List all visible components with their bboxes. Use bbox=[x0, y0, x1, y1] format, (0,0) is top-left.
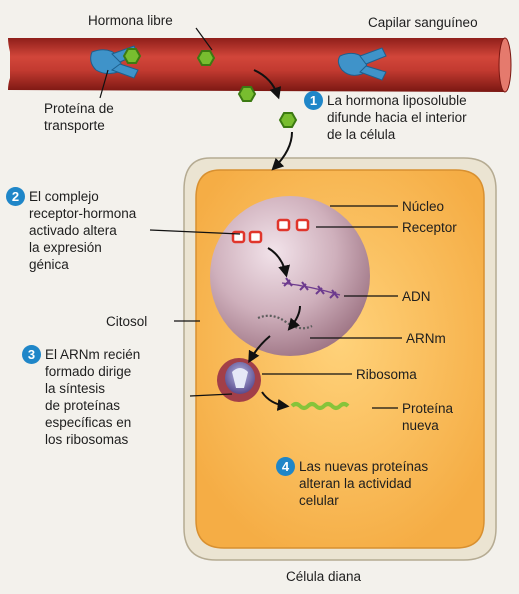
target-cell-label: Célula diana bbox=[286, 569, 362, 584]
nucleus-shape bbox=[210, 196, 370, 356]
nucleus-label: Núcleo bbox=[402, 199, 445, 214]
transport-protein-free-shape bbox=[337, 47, 387, 81]
hormone-free-capillary bbox=[196, 50, 216, 66]
receptor-complex-b bbox=[248, 230, 263, 244]
arrow-mrna-to-ribosome bbox=[248, 335, 271, 364]
step-3: 3 El ARNm recién formado dirige la sínte… bbox=[22, 345, 141, 448]
leader-lines bbox=[99, 27, 402, 409]
step-4-badge: 4 bbox=[276, 457, 295, 476]
dna-strands bbox=[281, 277, 341, 299]
step-4-text: Las nuevas proteínas alteran la activida… bbox=[299, 459, 429, 508]
step-2: 2 El complejo receptor-hormona activado … bbox=[6, 187, 137, 273]
free-hormone-label: Hormona libre bbox=[88, 13, 173, 28]
arrow-capillary-to-cell bbox=[253, 69, 282, 100]
receptor-label: Receptor bbox=[402, 220, 457, 235]
arrow-dna-to-mrna bbox=[287, 305, 301, 331]
ribosome-shape bbox=[217, 358, 261, 402]
receptors bbox=[231, 218, 310, 244]
step-2-badge: 2 bbox=[6, 187, 25, 206]
transport-protein-label: Proteína de transporte bbox=[44, 101, 114, 133]
new-protein-chain bbox=[290, 402, 350, 410]
receptor-free-b bbox=[295, 218, 310, 232]
receptor-complex-a bbox=[231, 230, 246, 244]
blood-capillary-label: Capilar sanguíneo bbox=[368, 15, 478, 30]
receptor-free-a bbox=[276, 218, 291, 232]
blood-capillary bbox=[8, 37, 512, 93]
step-1: 1 La hormona liposoluble difunde hacia e… bbox=[304, 91, 467, 143]
process-arrows bbox=[248, 69, 301, 411]
arrow-ribosome-to-protein bbox=[261, 391, 290, 411]
new-protein-label: Proteína nueva bbox=[402, 401, 454, 433]
hormone-diffusing-1 bbox=[237, 86, 257, 102]
step-1-text: La hormona liposoluble difunde hacia el … bbox=[327, 93, 467, 142]
hormone-diffusing-2 bbox=[278, 112, 298, 128]
hormone-bound bbox=[122, 48, 142, 64]
step-2-text: El complejo receptor-hormona activado al… bbox=[29, 189, 137, 272]
arrow-complex-to-dna bbox=[267, 247, 291, 278]
step-3-badge: 3 bbox=[22, 345, 41, 364]
mrna-strand bbox=[257, 314, 313, 330]
arrow-diffuse-membrane bbox=[271, 131, 293, 171]
step-3-text: El ARNm recién formado dirige la síntesi… bbox=[45, 347, 141, 447]
mrna-label: ARNm bbox=[406, 331, 446, 346]
ribosome-label: Ribosoma bbox=[356, 367, 417, 382]
step-1-badge: 1 bbox=[304, 91, 323, 110]
step-4: 4 Las nuevas proteínas alteran la activi… bbox=[276, 457, 429, 509]
cytosol-label: Citosol bbox=[106, 314, 148, 329]
dna-label: ADN bbox=[402, 289, 431, 304]
